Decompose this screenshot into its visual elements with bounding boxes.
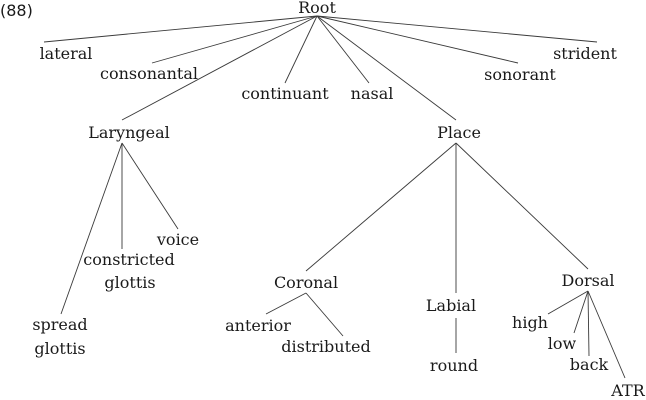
edge-root-strident xyxy=(316,15,598,43)
edge-coronal-anterior xyxy=(265,292,307,315)
node-constricted-glottis-line2: glottis xyxy=(104,273,155,292)
example-number: (88) xyxy=(0,1,33,20)
edge-coronal-distributed xyxy=(305,292,344,337)
node-lateral: lateral xyxy=(40,44,93,63)
edge-dorsal-back xyxy=(587,290,590,357)
node-sonorant: sonorant xyxy=(484,65,556,84)
laryngeal-edges xyxy=(60,142,179,315)
node-continuant: continuant xyxy=(241,84,329,103)
edge-root-lateral xyxy=(43,15,318,43)
coronal-edges xyxy=(265,292,344,337)
node-root: Root xyxy=(298,0,336,17)
edge-root-place xyxy=(316,15,457,121)
node-nasal: nasal xyxy=(351,84,394,103)
node-low: low xyxy=(548,334,577,353)
node-laryngeal: Laryngeal xyxy=(88,123,170,142)
edge-root-sonorant xyxy=(316,15,519,64)
node-high: high xyxy=(512,313,548,332)
edge-laryngeal-spread xyxy=(60,142,123,315)
node-labial: Labial xyxy=(426,296,476,315)
edge-place-dorsal xyxy=(455,142,589,270)
edge-root-continuant xyxy=(284,15,318,84)
node-consonantal: consonantal xyxy=(100,64,198,83)
edge-dorsal-high xyxy=(547,290,589,315)
place-edges xyxy=(305,142,589,293)
node-voice: voice xyxy=(156,230,199,249)
dorsal-edges xyxy=(547,290,626,379)
node-anterior: anterior xyxy=(225,316,291,335)
edge-dorsal-low xyxy=(573,290,589,334)
root-edges xyxy=(43,15,598,121)
node-strident: strident xyxy=(553,44,617,63)
edge-root-nasal xyxy=(316,15,370,84)
edge-place-coronal xyxy=(305,142,457,272)
node-spread-glottis-line1: spread xyxy=(32,315,87,334)
node-distributed: distributed xyxy=(281,337,370,356)
edge-root-laryngeal xyxy=(121,15,318,121)
edge-dorsal-atr xyxy=(587,290,626,379)
edge-laryngeal-voice xyxy=(121,142,179,230)
node-place: Place xyxy=(437,123,481,142)
node-coronal: Coronal xyxy=(274,273,338,292)
node-dorsal: Dorsal xyxy=(562,271,615,290)
node-spread-glottis-line2: glottis xyxy=(34,339,85,358)
node-back: back xyxy=(570,355,609,374)
node-atr: ATR xyxy=(610,381,645,400)
node-constricted-glottis-line1: constricted xyxy=(83,250,174,269)
edge-root-consonantal xyxy=(151,15,318,64)
node-round: round xyxy=(430,356,478,375)
